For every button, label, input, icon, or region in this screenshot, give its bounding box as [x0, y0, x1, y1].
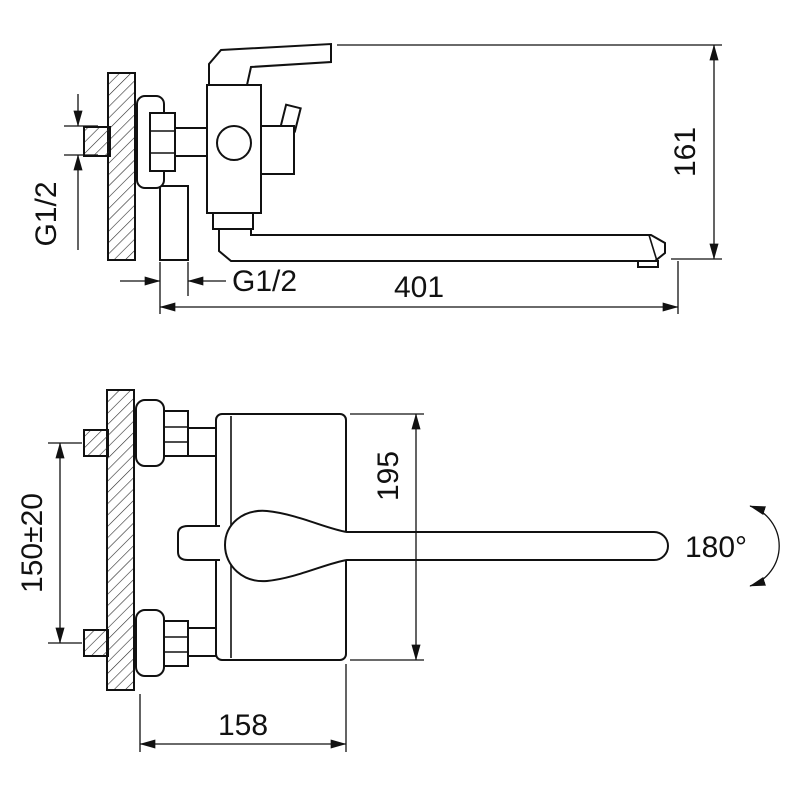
cartridge-cap-plan — [177, 525, 220, 561]
swivel-angle-indicator: 180° — [685, 505, 780, 587]
dim-label-401: 401 — [394, 271, 444, 304]
faucet-body-front — [206, 42, 332, 230]
swivel-angle-label: 180° — [685, 531, 747, 564]
diverter-front — [260, 125, 295, 175]
mount-assembly-plan-top — [135, 399, 219, 467]
dim-label-195: 195 — [372, 451, 405, 501]
spout-front — [218, 228, 666, 268]
dim-depth-195: 195 — [350, 413, 424, 661]
dim-label-158: 158 — [218, 709, 268, 742]
dim-label-161: 161 — [669, 127, 702, 177]
dim-label-outlet-thread: G1/2 — [232, 265, 297, 298]
aerator-front — [637, 260, 659, 268]
dim-outlet-thread-g12: G1/2 — [120, 262, 297, 298]
handle-plan — [223, 509, 669, 583]
dim-wall-thread-g12: G1/2 — [30, 94, 98, 250]
handle-front — [208, 42, 332, 86]
mount-assembly-plan-bottom — [135, 609, 219, 677]
dim-mount-spacing-150: 150±20 — [16, 442, 82, 644]
mount-assembly-front — [136, 95, 208, 261]
wall-section-front — [83, 72, 136, 261]
plan-view: 195 150±20 158 180° — [16, 389, 780, 752]
dim-label-150-20: 150±20 — [16, 493, 49, 593]
dim-label-wall-thread: G1/2 — [30, 181, 63, 246]
joint-ball-front — [216, 125, 252, 161]
dim-body-width-158: 158 — [139, 664, 347, 752]
front-view: 161 401 G1/2 G1/2 — [30, 42, 722, 314]
wall-section-plan — [83, 389, 135, 691]
dim-height-161: 161 — [337, 44, 722, 260]
swivel-arc-arrow — [749, 505, 780, 587]
dim-length-401: 401 — [159, 261, 679, 314]
